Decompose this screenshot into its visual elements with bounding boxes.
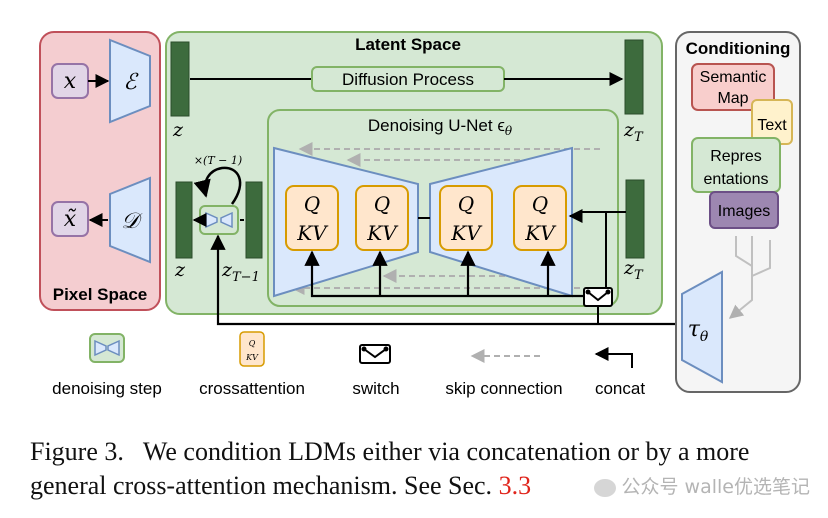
conditioning-lines bbox=[304, 250, 586, 298]
pixel-space-panel: Pixel Space x ℰ x̃ 𝒟 bbox=[39, 31, 161, 311]
z-T-label-bottom: zT bbox=[623, 257, 644, 283]
svg-text:entations: entations bbox=[704, 171, 769, 188]
svg-text:denoising step: denoising step bbox=[52, 379, 162, 398]
z-latent-bar-top bbox=[170, 41, 190, 117]
svg-text:skip connection: skip connection bbox=[445, 379, 562, 398]
decoder-block bbox=[109, 176, 151, 264]
svg-text:Q: Q bbox=[249, 339, 256, 348]
qkv-block-1: Q KV bbox=[285, 185, 339, 251]
qkv-block-4: Q KV bbox=[513, 185, 567, 251]
decoder-symbol: 𝒟 bbox=[121, 209, 143, 234]
watermark-text: 公众号 walle优选笔记 bbox=[621, 476, 810, 498]
unet-title: Denoising U-Net ϵθ bbox=[368, 116, 513, 138]
tau-symbol: τθ bbox=[688, 317, 709, 345]
legend-switch: switch bbox=[352, 344, 400, 398]
semantic-map-box bbox=[691, 63, 775, 111]
svg-text:KV: KV bbox=[450, 221, 483, 245]
svg-text:Text: Text bbox=[757, 117, 787, 134]
svg-text:KV: KV bbox=[245, 353, 259, 362]
z-T-latent-bar-top bbox=[624, 39, 644, 115]
switch-icon bbox=[583, 287, 613, 307]
loop-count-label: ×(T − 1) bbox=[194, 154, 242, 167]
z-T-latent-bar-bottom bbox=[625, 179, 645, 259]
encoder-block bbox=[109, 38, 151, 124]
wechat-icon bbox=[593, 478, 616, 497]
svg-text:concat: concat bbox=[595, 379, 645, 398]
conditioning-panel: Conditioning Semantic Map Text Repres en… bbox=[675, 31, 801, 393]
tau-encoder-block bbox=[681, 270, 723, 384]
svg-text:KV: KV bbox=[296, 221, 329, 245]
conditioning-merge-lines bbox=[728, 236, 771, 319]
legend: denoising step Q KV crossattention switc… bbox=[52, 331, 645, 398]
pixel-space-title: Pixel Space bbox=[53, 285, 148, 304]
legend-denoising-step: denoising step bbox=[52, 333, 162, 398]
conditioning-title: Conditioning bbox=[686, 39, 791, 58]
svg-text:KV: KV bbox=[524, 221, 557, 245]
legend-concat: concat bbox=[594, 347, 645, 398]
z-T-minus-1-label: zT−1 bbox=[221, 259, 260, 285]
x-tilde-symbol: x̃ bbox=[64, 207, 77, 232]
svg-text:Repres: Repres bbox=[710, 148, 762, 165]
legend-skip-connection: skip connection bbox=[445, 349, 563, 398]
z-T-label-top: zT bbox=[623, 119, 644, 145]
qkv-block-3: Q KV bbox=[439, 185, 493, 251]
z-label-top: z bbox=[172, 119, 184, 141]
svg-text:Q: Q bbox=[532, 192, 548, 216]
diffusion-process-label: Diffusion Process bbox=[342, 70, 474, 89]
caption-text: We condition LDMs either via concatenati… bbox=[30, 437, 750, 500]
z-label-bottom: z bbox=[174, 259, 186, 281]
svg-text:Semantic: Semantic bbox=[700, 69, 767, 86]
svg-text:Map: Map bbox=[717, 90, 748, 107]
svg-text:KV: KV bbox=[366, 221, 399, 245]
svg-text:Q: Q bbox=[304, 192, 320, 216]
caption-prefix: Figure 3. bbox=[30, 437, 124, 466]
latent-space-panel: Latent Space z zT Diffusion Process z zT… bbox=[165, 31, 663, 324]
loop-arrow bbox=[193, 166, 242, 205]
svg-text:Q: Q bbox=[458, 192, 474, 216]
ldm-diagram: Pixel Space x ℰ x̃ 𝒟 Latent Space z zT D… bbox=[39, 31, 801, 398]
svg-text:crossattention: crossattention bbox=[199, 379, 305, 398]
encoder-symbol: ℰ bbox=[123, 70, 139, 95]
svg-text:switch: switch bbox=[352, 379, 399, 398]
x-symbol: x bbox=[64, 69, 77, 94]
watermark: 公众号 walle优选笔记 bbox=[593, 472, 810, 499]
tau-concat-line bbox=[210, 234, 680, 326]
figure-caption: Figure 3. We condition LDMs either via c… bbox=[30, 435, 820, 503]
svg-text:Images: Images bbox=[718, 203, 770, 220]
svg-text:Q: Q bbox=[374, 192, 390, 216]
z-latent-bar-bottom bbox=[175, 181, 193, 259]
qkv-block-2: Q KV bbox=[355, 185, 409, 251]
legend-crossattention: Q KV crossattention bbox=[199, 331, 305, 398]
x-tilde-output-box bbox=[51, 201, 89, 237]
caption-section-link[interactable]: 3.3 bbox=[498, 471, 532, 500]
images-box bbox=[709, 191, 779, 229]
z-T-minus-1-latent-bar bbox=[245, 181, 263, 259]
latent-space-title: Latent Space bbox=[355, 35, 461, 54]
